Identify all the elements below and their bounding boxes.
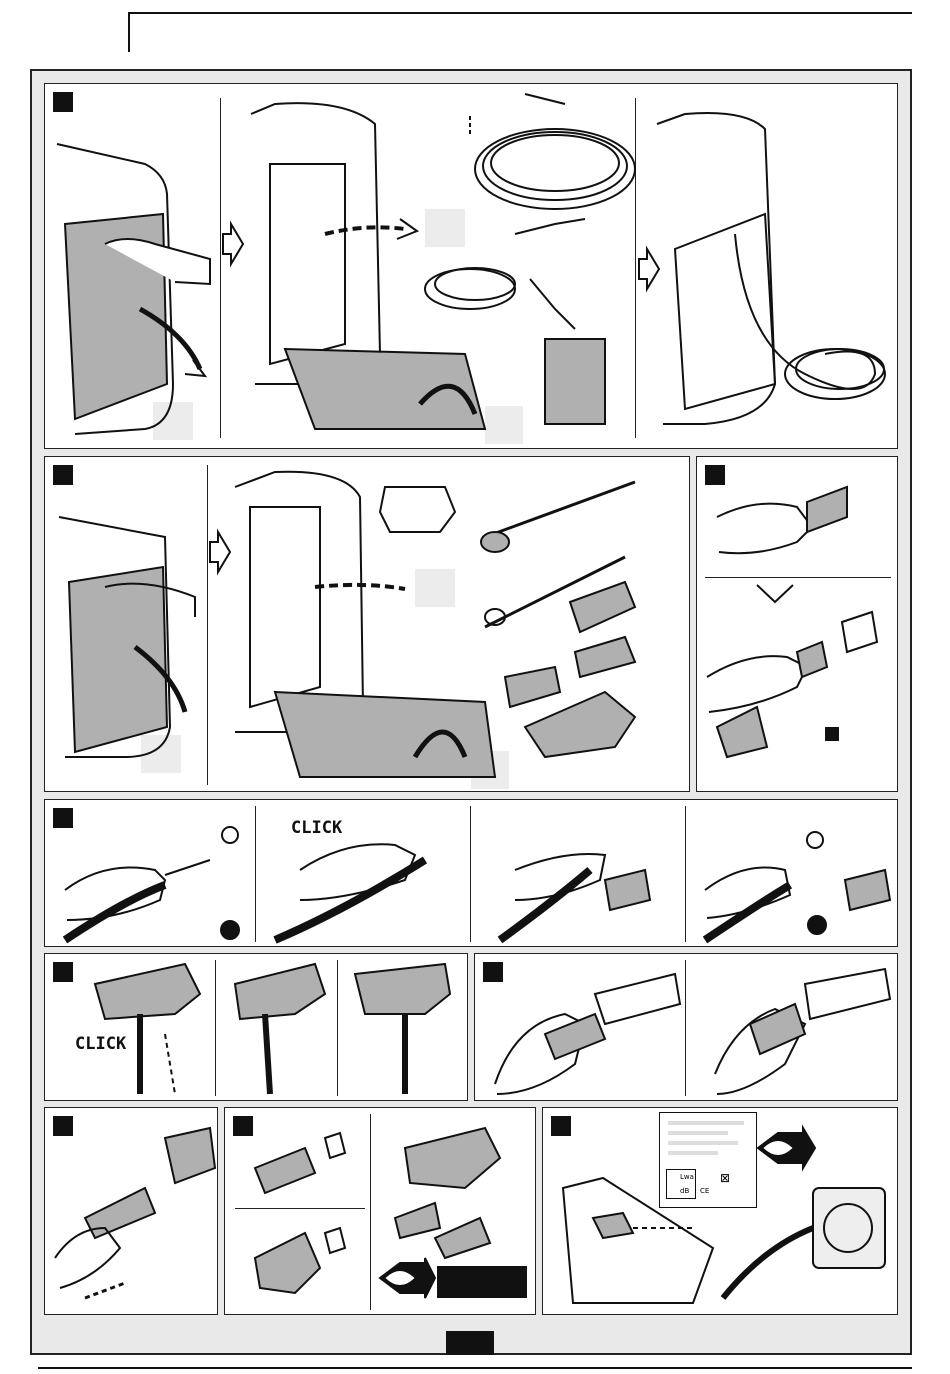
attach-lance-illustration — [45, 954, 468, 1101]
panel-7-attach-brush — [44, 1107, 218, 1315]
power-rating-illustration — [543, 1108, 898, 1315]
unpack-accessories-illustration — [45, 457, 690, 792]
attach-brush-illustration — [45, 1108, 218, 1315]
nozzle-options-illustration — [225, 1108, 536, 1315]
connect-filter-illustration — [697, 457, 898, 792]
panel-5-attach-lance: CLICK — [44, 953, 468, 1101]
panel-2-unpack-accessories — [44, 456, 690, 792]
panel-8-nozzle-options — [224, 1107, 536, 1315]
panel-3-connect-filter — [696, 456, 898, 792]
panel-6-attach-nozzle — [474, 953, 898, 1101]
panel-4-connect-hose: CLICK — [44, 799, 898, 947]
page-number-tab — [446, 1331, 494, 1355]
panel-9-power-rating: Lwa dB CE ⊠ — [542, 1107, 898, 1315]
connect-hose-illustration — [45, 800, 898, 947]
header-tab-line — [128, 12, 912, 52]
panel-1-unpack-hose — [44, 83, 898, 449]
attach-nozzle-illustration — [475, 954, 898, 1101]
footer-line — [38, 1367, 912, 1369]
unpack-hose-illustration — [45, 84, 898, 449]
